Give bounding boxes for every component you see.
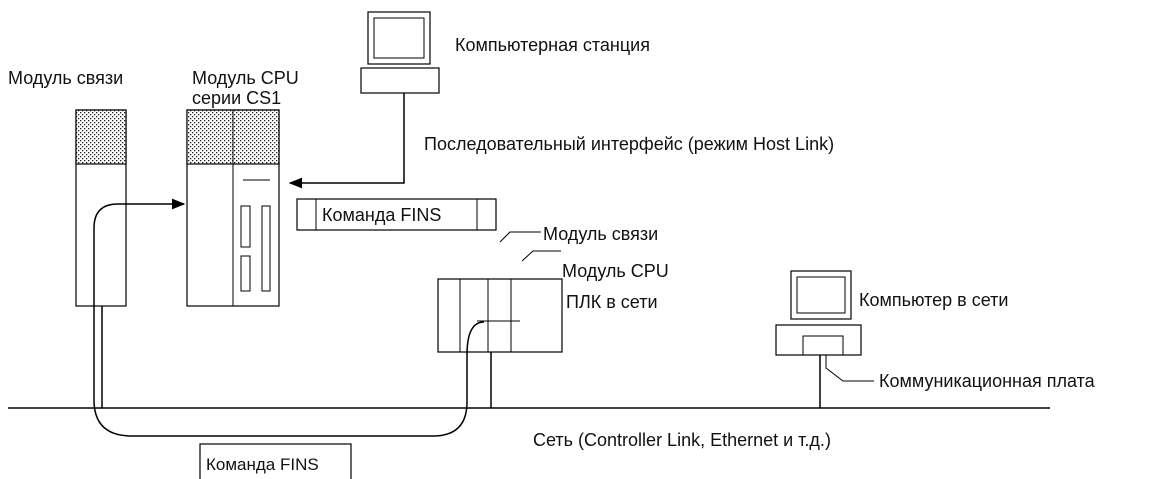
cpu-module-unit [186,109,280,307]
network-computer-icon [775,270,874,408]
serial-connection [288,93,405,189]
label-comm-board: Коммуникационная плата [879,371,1096,391]
fins-command-box-top [296,198,497,231]
fins-command-box-bottom [199,443,352,479]
label-computer-in-network: Компьютер в сети [859,290,1008,310]
comm-module-left-unit [75,109,127,307]
fins-routing-path [93,198,485,437]
label-cpu-module-series: серии CS1 [192,88,281,108]
label-comm-module-left: Модуль связи [8,68,123,88]
label-cpu-module-right: Модуль CPU [562,261,669,281]
label-computer-station: Компьютерная станция [455,35,650,55]
label-fins-command-bottom: Команда FINS [206,455,319,474]
label-network: Сеть (Controller Link, Ethernet и т.д.) [533,430,831,450]
network-plc-unit [437,231,563,353]
label-comm-module-right: Модуль связи [543,224,658,244]
label-plc-in-network: ПЛК в сети [566,292,658,312]
label-cpu-module-title: Модуль CPU [192,68,299,88]
computer-station-icon [360,11,440,94]
label-fins-command-top: Команда FINS [322,205,441,225]
label-serial-interface: Последовательный интерфейс (режим Host L… [424,134,834,154]
